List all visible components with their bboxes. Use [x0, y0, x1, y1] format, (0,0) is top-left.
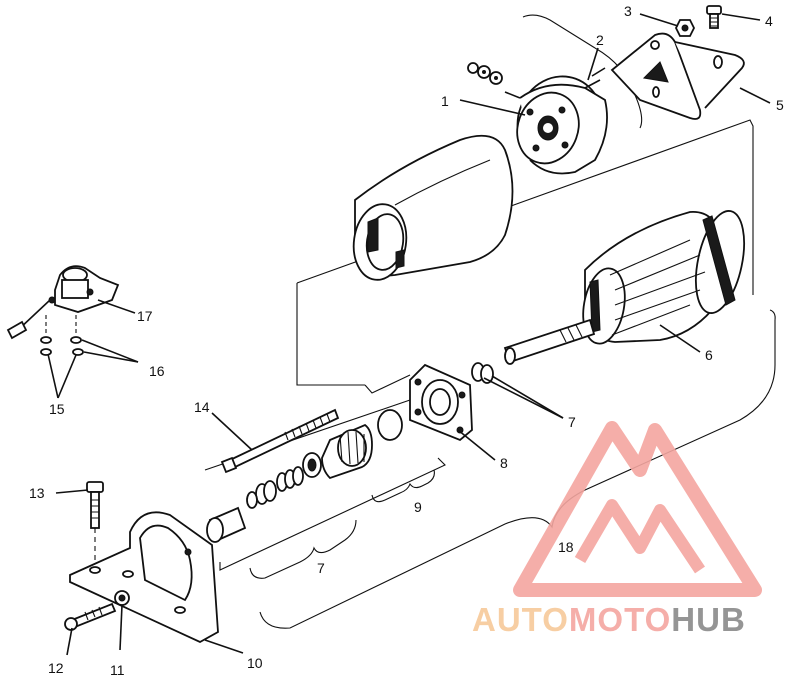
- callout-8: 8: [500, 455, 508, 471]
- field-frame-housing: [352, 134, 514, 281]
- automotohub-watermark: AUTOMOTOHUB: [472, 421, 762, 638]
- washer-set-right: [471, 362, 494, 384]
- callout-2: 2: [596, 32, 604, 48]
- leader-lines: [47, 13, 771, 656]
- solenoid-nut-set: [40, 315, 84, 356]
- end-cap-part: [504, 67, 608, 175]
- bracket-bolt-part: [86, 481, 104, 560]
- drive-pinion-part: [302, 423, 373, 480]
- solenoid-part: [6, 265, 120, 340]
- mounting-bracket-part: [610, 32, 745, 120]
- spring-ring-set: [246, 466, 304, 509]
- callout-18: 18: [558, 539, 574, 555]
- callout-13: 13: [29, 485, 45, 501]
- through-bolt-part: [220, 408, 340, 474]
- bracket-nut-part: [114, 590, 130, 606]
- watermark-hub: HUB: [671, 601, 746, 638]
- bolt-part: [706, 5, 722, 29]
- callout-16: 16: [149, 363, 165, 379]
- nut-part: [674, 19, 696, 37]
- bushing-sleeve-part: [206, 506, 247, 543]
- watermark-moto: MOTO: [569, 601, 671, 638]
- svg-text:AUTOMOTOHUB: AUTOMOTOHUB: [472, 601, 746, 638]
- callout-15: 15: [49, 401, 65, 417]
- callout-6: 6: [705, 347, 713, 363]
- callout-4: 4: [765, 13, 773, 29]
- bracket-screw-part: [64, 602, 117, 631]
- nose-bracket-part: [69, 511, 219, 644]
- watermark-triangle-logo: [513, 421, 762, 597]
- callout-9: 9: [414, 499, 422, 515]
- nut-washer-set-top: [467, 62, 503, 85]
- callout-7-drive: 7: [317, 560, 325, 576]
- callout-1: 1: [441, 93, 449, 109]
- callout-12: 12: [48, 660, 64, 676]
- watermark-auto: AUTO: [472, 601, 569, 638]
- callout-17: 17: [137, 308, 153, 324]
- washer-left-plate: [377, 409, 403, 441]
- callout-14: 14: [194, 399, 210, 415]
- armature-part: [503, 210, 745, 365]
- callout-5: 5: [776, 97, 784, 113]
- drive-end-plate-part: [409, 363, 473, 442]
- callout-11: 11: [110, 662, 125, 678]
- callout-10: 10: [247, 655, 263, 671]
- callout-7-armature: 7: [568, 414, 576, 430]
- callout-3: 3: [624, 3, 632, 19]
- callout-labels: 1 2 3 4 5 6 7 7 8 9 10 11 12 13 14 15 16…: [29, 3, 784, 678]
